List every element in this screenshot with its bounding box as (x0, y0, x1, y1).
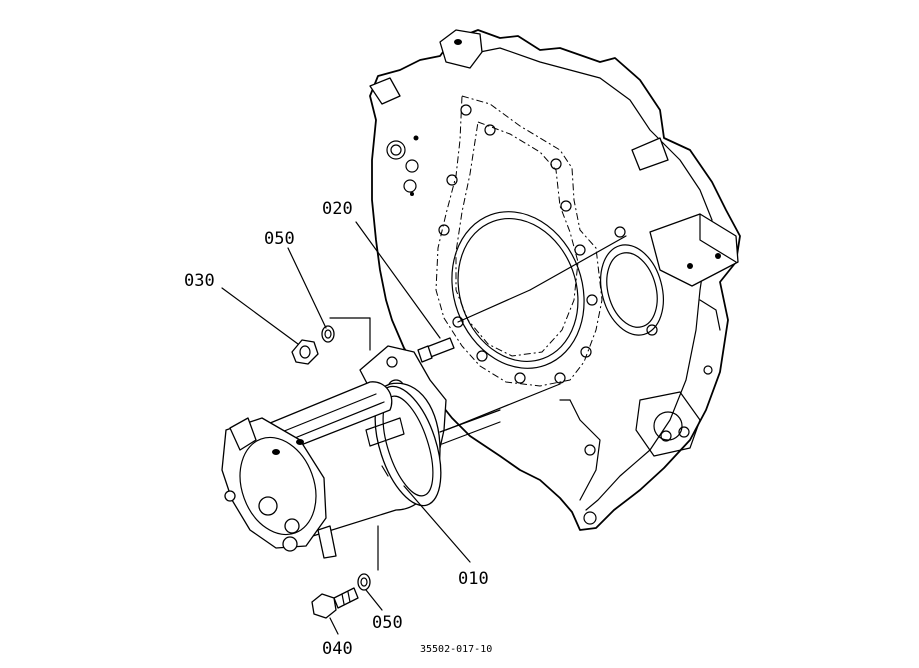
leader-050-upper (287, 247, 327, 329)
figure-code: 35502-017-10 (420, 644, 492, 655)
leader-010 (403, 485, 471, 563)
washer-050-upper (321, 325, 335, 343)
nut-030 (291, 339, 319, 365)
label-020: 020 (322, 199, 353, 219)
leader-lines (221, 221, 471, 635)
leader-030 (221, 287, 299, 345)
label-050-lower: 050 (372, 613, 403, 633)
label-030: 030 (184, 271, 215, 291)
flywheel-housing (369, 29, 741, 531)
stud-020 (417, 337, 455, 363)
leader-020 (355, 221, 441, 339)
label-010: 010 (458, 569, 489, 589)
starter-motor (221, 345, 501, 559)
label-040: 040 (322, 639, 353, 659)
part-labels: 020 050 030 010 050 040 35502-017-10 (184, 199, 492, 659)
washer-050-lower (357, 573, 371, 591)
bolt-040 (311, 587, 359, 619)
leader-040 (329, 617, 339, 635)
alignment-lines (329, 235, 627, 571)
leader-050-lower (365, 589, 383, 611)
label-050-upper: 050 (264, 229, 295, 249)
